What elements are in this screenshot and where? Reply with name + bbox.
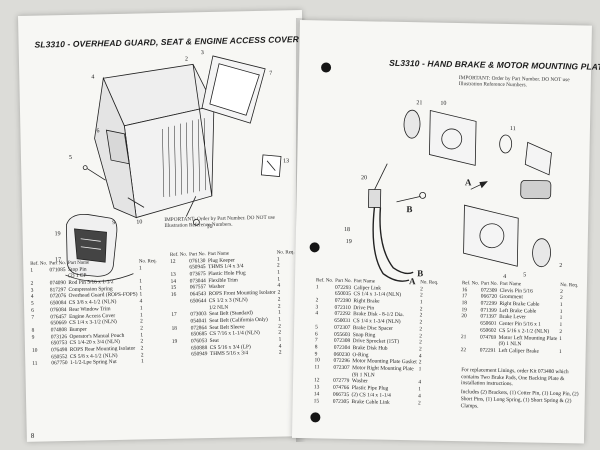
header-req: No. Req. <box>138 259 157 265</box>
parts-cell-part: 073675 <box>189 271 206 278</box>
parts-cell-part: 072307 <box>333 364 350 372</box>
parts-cell-part: 074808 <box>50 326 67 334</box>
svg-text:7: 7 <box>269 71 272 77</box>
svg-text:20: 20 <box>361 175 367 181</box>
binder-hole <box>310 412 321 423</box>
parts-cell-name: THMS 5/16 x 3/4 <box>209 350 249 358</box>
parts-cell-req: 2 <box>417 399 421 406</box>
parts-cell-part: 072299 <box>480 300 497 307</box>
parts-cell-part: 072291 <box>479 347 497 354</box>
svg-text:16: 16 <box>206 224 212 230</box>
parts-cell-ref <box>171 352 190 359</box>
footnote-includes: Includes (2) Brackets, (1) Cotter Pin, (… <box>460 389 579 410</box>
parts-cell-part: 054041 <box>190 318 207 325</box>
parts-cell-part: 072305 <box>332 398 350 405</box>
svg-text:13: 13 <box>283 158 289 164</box>
parts-cell-part: 650949 <box>191 351 208 358</box>
parts-cell-part: 072307 <box>334 324 351 331</box>
parts-cell-ref: 22 <box>460 347 467 354</box>
parts-cell-part: 066735 <box>332 391 350 398</box>
header-req: No. Req. <box>276 250 295 256</box>
svg-text:B: B <box>417 268 423 278</box>
parts-cell-part: 071085 <box>49 266 66 273</box>
svg-text:2: 2 <box>185 56 188 62</box>
parts-cell-name: 1-1/2-Lpe Spring Nut <box>69 359 117 367</box>
svg-text:A: A <box>409 276 416 286</box>
parts-cell-part: 072390 <box>334 297 351 305</box>
parts-cell-part: 072304 <box>333 344 351 351</box>
parts-cell-part: 650644 <box>190 297 207 305</box>
parts-cell-part: 076084 <box>50 306 67 314</box>
parts-cell-ref: 15 <box>313 397 320 404</box>
svg-text:19: 19 <box>55 231 61 237</box>
hand-brake-diagram: 21 10 11 A B A B 18 19 20 2 5 4 <box>344 100 562 286</box>
right-page-title: SL3310 - HAND BRAKE & MOTOR MOUNTING PLA… <box>389 57 600 73</box>
svg-text:18: 18 <box>344 227 350 233</box>
svg-text:4: 4 <box>503 274 506 280</box>
parts-cell-part: 067750 <box>51 360 68 367</box>
right-footnotes: For replacement Linings, order Kit 07348… <box>461 367 580 411</box>
overhead-guard-diagram: 2 3 7 4 5 6 13 10 16 19 9 17 <box>55 50 289 282</box>
header-ref: Ref. No. <box>30 261 48 267</box>
left-order-note: IMPORTANT: Order by Part Number. DO NOT … <box>164 214 276 230</box>
svg-text:11: 11 <box>510 126 516 132</box>
svg-text:A: A <box>465 177 472 187</box>
right-page: SL3310 - HAND BRAKE & MOTOR MOUNTING PLA… <box>291 20 600 444</box>
svg-text:2: 2 <box>559 263 562 269</box>
svg-text:4: 4 <box>91 74 94 80</box>
left-page: SL3310 - OVERHEAD GUARD, SEAT & ENGINE A… <box>18 10 311 442</box>
svg-text:9: 9 <box>112 220 115 226</box>
svg-text:B: B <box>406 204 412 214</box>
header-ref: Ref. No. <box>169 252 188 258</box>
parts-cell-ref: 11 <box>32 361 38 368</box>
binder-hole <box>320 62 332 73</box>
svg-text:21: 21 <box>416 100 422 106</box>
svg-text:17: 17 <box>55 257 61 263</box>
svg-text:5: 5 <box>523 272 526 278</box>
parts-cell-req: 1 <box>140 358 144 365</box>
parts-cell-name: Brake Cable Link <box>351 398 390 406</box>
svg-text:10: 10 <box>440 101 446 107</box>
parts-cell-part: 074769 <box>479 334 497 341</box>
svg-text:5: 5 <box>69 155 72 161</box>
svg-text:3: 3 <box>201 50 204 56</box>
svg-text:19: 19 <box>346 239 352 245</box>
page-number: 8 <box>30 431 35 440</box>
parts-cell-req: 1 <box>558 348 562 356</box>
svg-text:6: 6 <box>96 128 99 134</box>
parts-cell-part: 650602 <box>480 327 497 334</box>
parts-cell-name: Left Caliper Brake <box>498 347 539 355</box>
footnote-linings: For replacement Linings, order Kit 07348… <box>460 367 569 388</box>
svg-text:10: 10 <box>136 219 142 225</box>
